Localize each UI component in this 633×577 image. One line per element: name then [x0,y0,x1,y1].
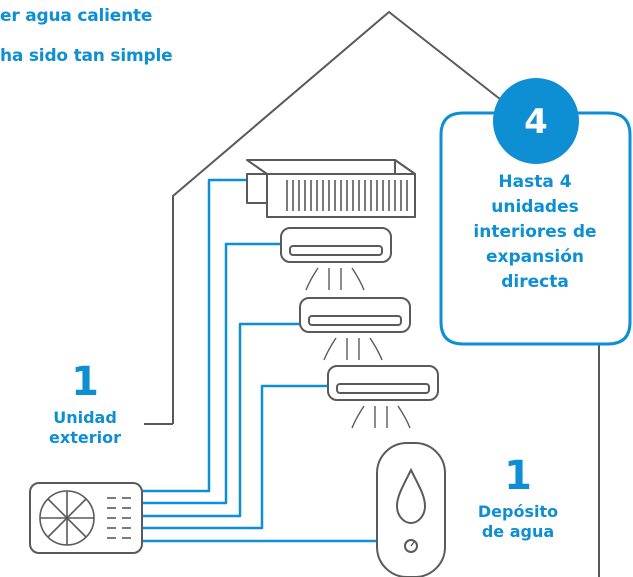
headline-line-1: er agua caliente [0,6,153,26]
water-tank [376,442,446,577]
house-outline [172,10,506,424]
water-tank-count: 1 [504,453,532,499]
outdoor-unit [29,482,143,554]
wall-indoor-unit-3 [327,365,439,429]
airflow-lines-3 [351,405,411,429]
outdoor-unit-vents [107,497,131,539]
ducted-indoor-unit [246,159,416,218]
count-badge [493,78,579,164]
outdoor-unit-label-line-2: exterior [49,428,121,447]
callout-line-3: interiores de [473,222,597,242]
wall-indoor-unit-1 [280,227,392,291]
headline-line-2: ha sido tan simple [0,46,173,66]
callout-line-2: unidades [491,197,579,217]
pipe-to-wall-unit-3 [140,384,328,530]
outdoor-unit-label: Unidad exterior [30,408,140,448]
pipe-to-ducted-unit [140,178,247,493]
callout-box [439,111,632,346]
outdoor-unit-count: 1 [71,359,99,405]
wall-indoor-unit-2 [299,297,411,361]
water-drop-icon [395,467,427,525]
water-tank-label-line-2: de agua [481,522,555,541]
pipes [140,178,377,543]
ducted-unit-grille [286,180,408,211]
badge-number: 4 [524,102,548,142]
water-tank-label-line-1: Depósito [477,502,559,521]
callout-line-1: Hasta 4 [498,172,572,192]
airflow-lines-1 [305,267,365,291]
airflow-lines-2 [323,337,383,361]
outdoor-unit-label-line-1: Unidad [53,408,117,427]
pipe-to-wall-unit-1 [140,242,281,505]
callout-text: Hasta 4 unidades interiores de expansión… [444,170,626,295]
water-tank-label: Depósito de agua [463,502,573,542]
callout-line-4: expansión [486,247,584,267]
callout-line-5: directa [501,272,569,292]
gauge-icon [404,539,418,553]
fan-icon [39,490,95,546]
pipe-to-wall-unit-2 [140,322,300,518]
